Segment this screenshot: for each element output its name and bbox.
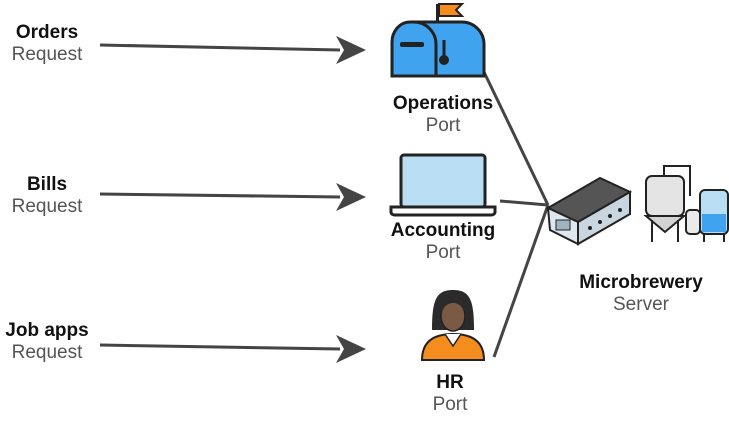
laptop-icon <box>389 153 497 217</box>
brewery-icon <box>545 165 729 246</box>
request-subtitle: Request <box>11 341 83 363</box>
port-label-operations: Operations Port <box>393 93 493 137</box>
request-subtitle: Request <box>11 43 83 65</box>
request-title: Bills <box>26 174 68 195</box>
server-title: Microbrewery <box>579 272 703 293</box>
connector-operations-server <box>482 71 550 206</box>
request-subtitle: Request <box>11 195 83 217</box>
request-label-orders: Orders Request <box>12 22 83 66</box>
request-label-bills: Bills Request <box>12 174 83 218</box>
port-title: Operations <box>392 93 494 114</box>
port-subtitle: Port <box>425 241 461 263</box>
port-title: HR <box>436 372 464 393</box>
port-label-accounting: Accounting Port <box>391 220 496 264</box>
request-arrow-orders <box>99 36 366 64</box>
person-icon <box>420 290 486 361</box>
request-title: Orders <box>15 22 79 43</box>
connector-accounting-server <box>499 199 549 207</box>
port-label-hr: HR Port <box>433 372 468 416</box>
mailbox-icon <box>390 3 486 78</box>
connector-hr-server <box>492 204 550 358</box>
server-subtitle: Server <box>613 293 669 315</box>
request-arrow-bills <box>99 183 366 211</box>
port-subtitle: Port <box>425 114 461 136</box>
port-subtitle: Port <box>432 393 468 415</box>
request-arrow-job-apps <box>99 335 366 363</box>
request-label-job-apps: Job apps Request <box>5 320 88 364</box>
request-title: Job apps <box>5 320 89 341</box>
port-title: Accounting <box>390 220 496 241</box>
server-label: Microbrewery Server <box>579 272 703 316</box>
